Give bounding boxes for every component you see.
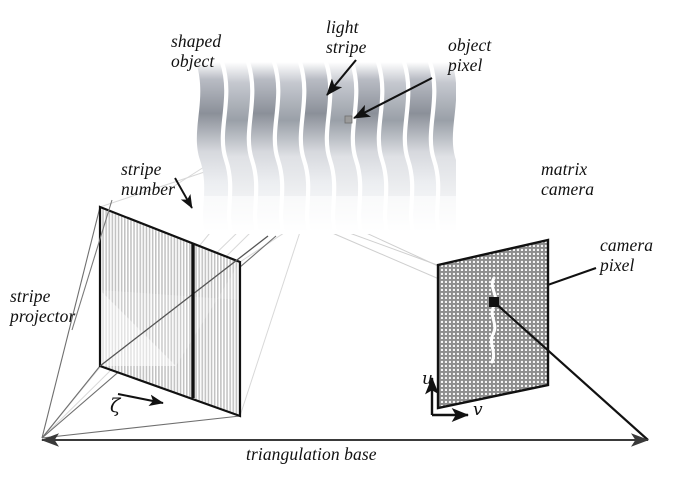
- label-v-axis: v: [473, 400, 483, 420]
- label-object-pixel: object pixel: [448, 35, 492, 75]
- camera-axes: [425, 377, 469, 422]
- imaged-stripe: [489, 276, 498, 364]
- label-zeta-axis: ζ: [110, 395, 121, 417]
- projector-plane: [98, 205, 269, 418]
- object-pixel-marker: [344, 115, 353, 124]
- label-stripe-number: stripe number: [121, 159, 176, 199]
- label-u-axis: u: [422, 369, 433, 389]
- stripe-projector-leader: [71, 199, 113, 331]
- label-triangulation-base: triangulation base: [246, 444, 377, 464]
- object-pixel-leader: [353, 77, 433, 119]
- camera-plane: [436, 238, 550, 410]
- stripe-number-leader: [174, 177, 193, 209]
- light-stripe-leader: [326, 59, 357, 96]
- camera-view-ray: [493, 301, 649, 441]
- shaped-object-surface: [196, 62, 456, 234]
- label-light-stripe: light stripe: [326, 17, 367, 57]
- label-shaped-object: shaped object: [171, 31, 222, 71]
- zeta-direction-arrow: [117, 393, 164, 407]
- label-camera-pixel: camera pixel: [600, 235, 654, 275]
- label-matrix-camera: matrix camera: [541, 159, 595, 199]
- label-stripe-projector: stripe projector: [10, 286, 76, 326]
